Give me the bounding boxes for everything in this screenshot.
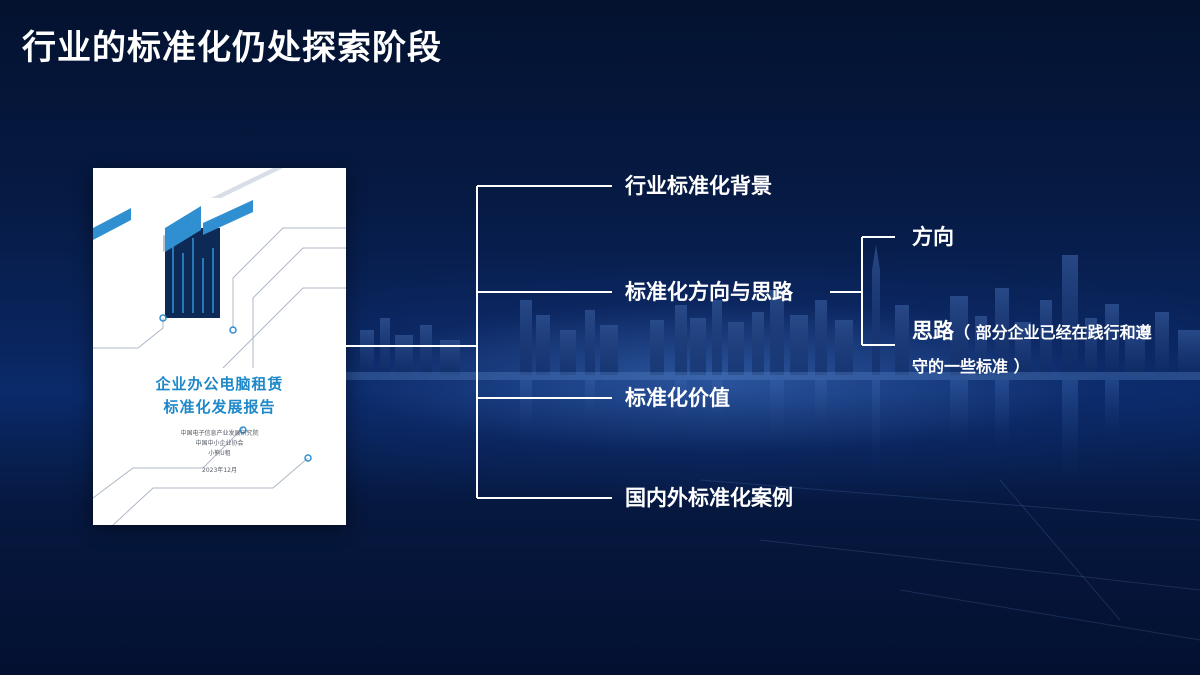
report-title-line2: 标准化发展报告 [163, 398, 276, 416]
tree-item-value: 标准化价值 [625, 386, 730, 410]
cover-circuit-graphic [93, 168, 346, 525]
report-date: 2023年12月 [202, 467, 237, 474]
report-title-line1: 企业办公电脑租赁 [155, 375, 284, 393]
sub-item-approach-label: 思路 [912, 319, 954, 343]
tree-item-industry-background: 行业标准化背景 [625, 174, 772, 198]
tree-item-direction-approach: 标准化方向与思路 [625, 280, 793, 304]
report-cover: 企业办公电脑租赁 标准化发展报告 中国电子信息产业发展研究院 中国中小企业协会 … [93, 168, 346, 525]
sub-item-direction: 方向 [912, 225, 954, 249]
report-org1: 中国电子信息产业发展研究院 [180, 430, 259, 437]
tree-item-cases: 国内外标准化案例 [625, 486, 793, 510]
report-org2: 中国中小企业协会 [195, 440, 244, 447]
slide-title: 行业的标准化仍处探索阶段 [22, 28, 442, 68]
sub-item-approach-note: （ 部分企业已经在践行和遵守的一些标准 ） [912, 323, 1152, 376]
report-org3: 小熊U租 [208, 450, 231, 457]
sub-item-approach: 思路（ 部分企业已经在践行和遵守的一些标准 ） [912, 314, 1162, 384]
